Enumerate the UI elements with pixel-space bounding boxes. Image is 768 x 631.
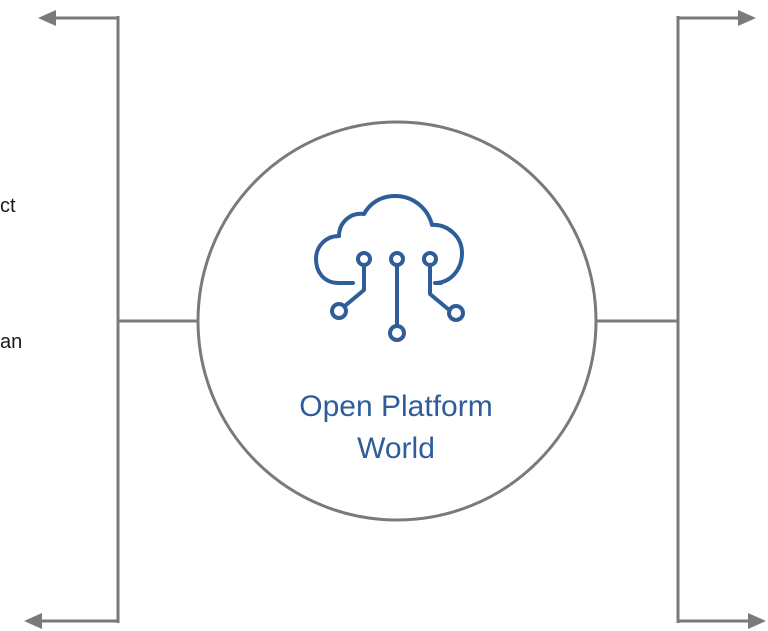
left-bracket — [24, 10, 198, 629]
right-bracket — [596, 10, 766, 629]
left-top-arrowhead — [38, 10, 56, 26]
left-bottom-arrowhead — [24, 613, 42, 629]
left-cut-label-1: ct — [0, 195, 16, 217]
right-top-arrowhead — [738, 10, 756, 26]
right-bottom-arrowhead — [748, 613, 766, 629]
left-cut-label-2: an — [0, 331, 23, 353]
platform-title: Open Platform World — [236, 386, 556, 470]
platform-title-line2: World — [357, 432, 435, 465]
cloud-circuit-icon — [314, 194, 465, 342]
platform-title-line1: Open Platform — [299, 390, 493, 423]
